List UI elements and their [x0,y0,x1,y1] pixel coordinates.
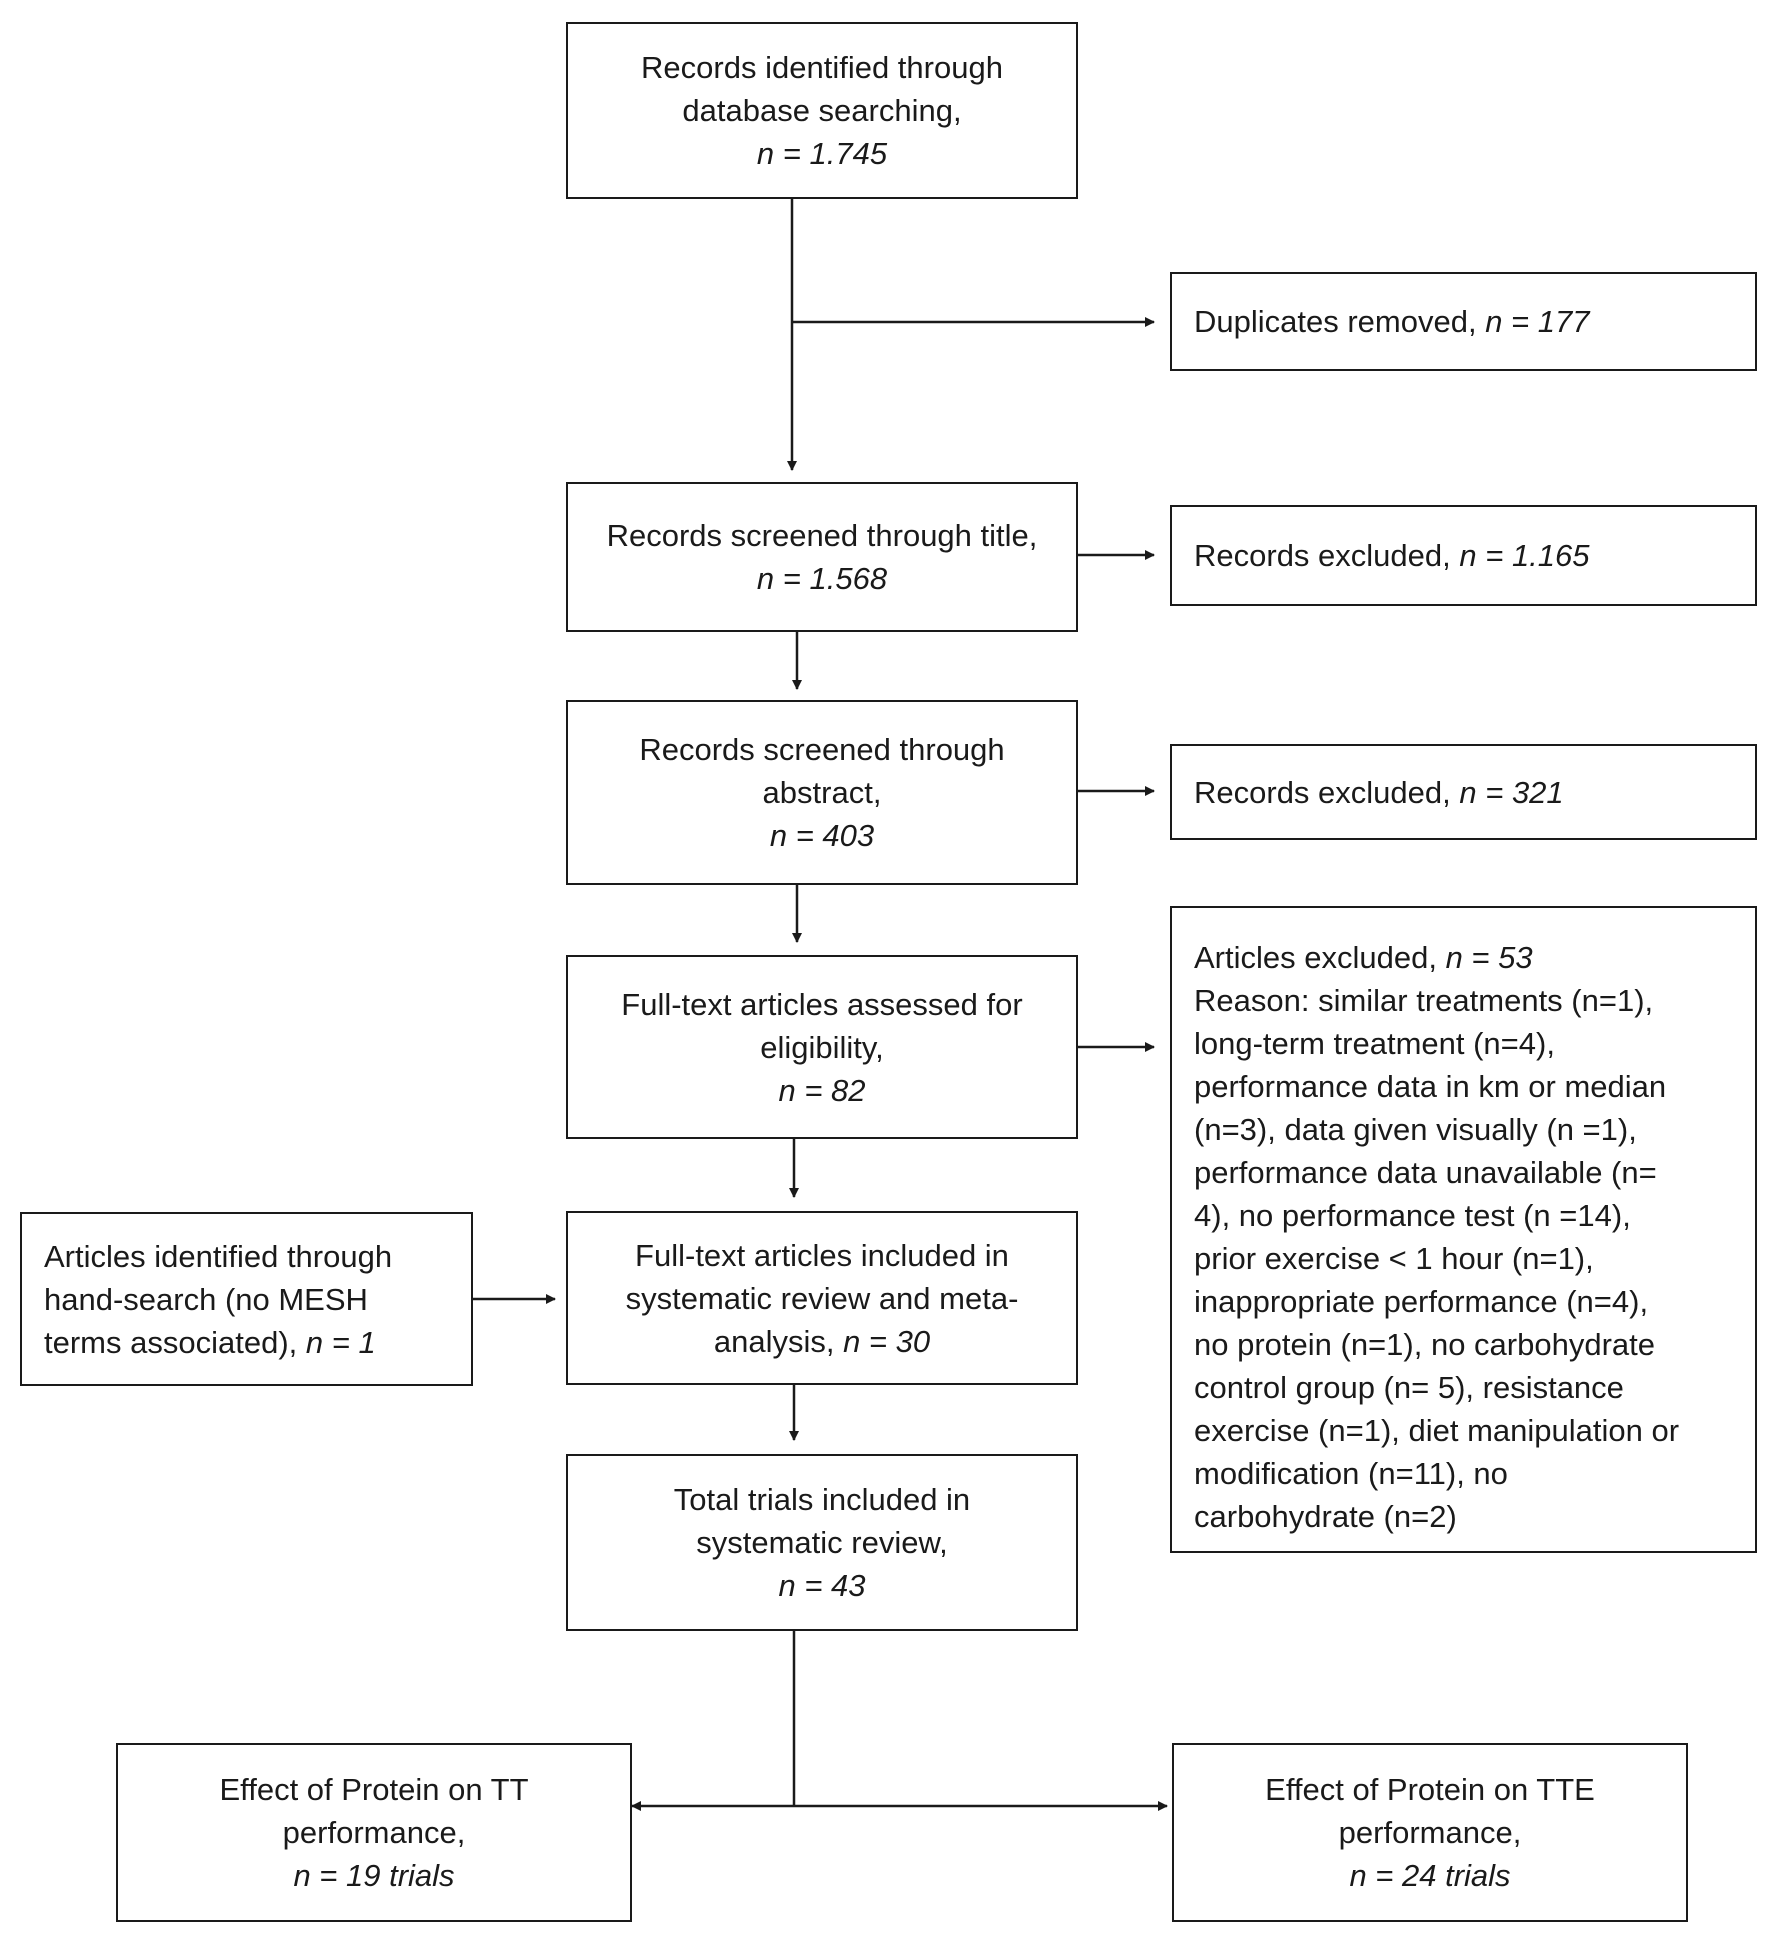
excluded-title-count: n = 1.165 [1459,538,1590,573]
exclusion-reason-line: inappropriate performance (n=4), [1194,1284,1649,1319]
hand-search-box: Articles identified through hand-search … [20,1212,473,1386]
screened-title-count: n = 1.568 [756,561,888,596]
total-trials-line2: systematic review, [696,1525,948,1560]
tt-effect-line1: Effect of Protein on TT [219,1772,529,1807]
exclusion-reason-line: performance data unavailable (n= [1194,1155,1657,1190]
exclusion-reason-line: 4), no performance test (n =14), [1194,1198,1631,1233]
excluded-title-label: Records excluded, n = 1.165 [1194,534,1755,577]
hand-search-line3-text: terms associated), [44,1324,306,1360]
tt-effect-count: n = 19 trials [293,1858,455,1893]
excluded-abstract-label: Records excluded, n = 321 [1194,771,1755,814]
fulltext-assessed-line1: Full-text articles assessed for [621,986,1023,1022]
fulltext-included-count: n = 30 [843,1323,931,1359]
tt-effect-line2: performance, [282,1815,466,1850]
excluded-title-box: Records excluded, n = 1.165 [1170,505,1757,606]
screened-abstract-line2: abstract, [762,775,882,810]
exclusion-reason-line: exercise (n=1), diet manipulation or [1194,1413,1680,1448]
screened-abstract-count: n = 403 [769,818,875,853]
screened-title-box: Records screened through title, n = 1.56… [566,482,1078,632]
fulltext-included-line3-text: analysis, [713,1323,844,1359]
exclusion-reason-line: no protein (n=1), no carbohydrate [1194,1327,1655,1362]
duplicates-removed-label: Duplicates removed, n = 177 [1194,300,1755,343]
fulltext-assessed-count: n = 82 [778,1072,866,1108]
exclusion-reason-line: carbohydrate (n=2) [1194,1499,1457,1534]
articles-excluded-text: Articles excluded, [1194,940,1446,975]
duplicates-removed-text: Duplicates removed, [1194,304,1486,339]
excluded-title-text: Records excluded, [1194,538,1460,573]
exclusion-reason-line: (n=3), data given visually (n =1), [1194,1112,1637,1147]
hand-search-line2: hand-search (no MESH [44,1281,368,1317]
exclusion-reason-line: modification (n=11), no [1194,1456,1508,1491]
hand-search-line1: Articles identified through [44,1238,393,1274]
total-trials-count: n = 43 [778,1568,866,1603]
excluded-abstract-count: n = 321 [1459,774,1564,810]
hand-search-line3: terms associated), n = 1 [44,1321,471,1364]
excluded-abstract-text: Records excluded, [1194,774,1460,810]
records-identified-line1: Records identified through [641,50,1003,85]
duplicates-removed-count: n = 177 [1485,304,1590,339]
tte-effect-box: Effect of Protein on TTE performance, n … [1172,1743,1688,1922]
screened-abstract-box: Records screened through abstract, n = 4… [566,700,1078,885]
hand-search-count: n = 1 [305,1324,376,1360]
records-identified-line2: database searching, [682,93,962,128]
screened-abstract-line1: Records screened through [639,732,1005,767]
duplicates-removed-box: Duplicates removed, n = 177 [1170,272,1757,371]
records-identified-count: n = 1.745 [756,136,888,171]
fulltext-assessed-line2: eligibility, [760,1029,884,1065]
tte-effect-line2: performance, [1338,1815,1522,1850]
tte-effect-count: n = 24 trials [1349,1858,1511,1893]
exclusion-reason-line: long-term treatment (n=4), [1194,1026,1555,1061]
fulltext-included-box: Full-text articles included in systemati… [566,1211,1078,1385]
articles-excluded-heading: Articles excluded, n = 53 [1194,936,1733,979]
tt-effect-box: Effect of Protein on TT performance, n =… [116,1743,632,1922]
fulltext-included-line3: analysis, n = 30 [714,1320,930,1363]
articles-excluded-box: Articles excluded, n = 53 Reason: simila… [1170,906,1757,1553]
fulltext-included-line1: Full-text articles included in [635,1237,1009,1273]
exclusion-reason-line: Reason: similar treatments (n=1), [1194,983,1654,1018]
tte-effect-line1: Effect of Protein on TTE [1265,1772,1595,1807]
total-trials-line1: Total trials included in [673,1482,971,1517]
exclusion-reason-line: control group (n= 5), resistance [1194,1370,1624,1405]
articles-excluded-count: n = 53 [1445,940,1533,975]
records-identified-box: Records identified through database sear… [566,22,1078,199]
total-trials-box: Total trials included in systematic revi… [566,1454,1078,1631]
screened-title-line1: Records screened through title, [606,518,1038,553]
exclusion-reason-line: performance data in km or median [1194,1069,1667,1104]
excluded-abstract-box: Records excluded, n = 321 [1170,744,1757,840]
fulltext-assessed-box: Full-text articles assessed for eligibil… [566,955,1078,1139]
fulltext-included-line2: systematic review and meta- [625,1280,1019,1316]
exclusion-reason-line: prior exercise < 1 hour (n=1), [1194,1241,1594,1276]
